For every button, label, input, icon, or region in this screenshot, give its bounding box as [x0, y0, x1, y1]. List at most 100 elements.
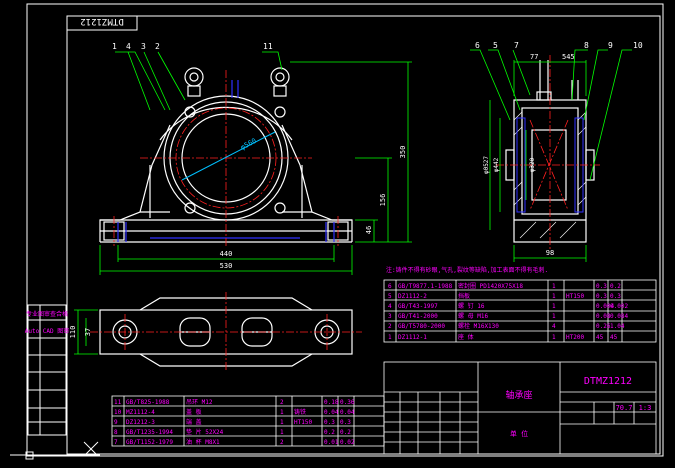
- table-cell: DZ1112-2: [398, 293, 427, 300]
- table-cell: 45: [610, 334, 618, 341]
- table-cell: 7: [114, 439, 118, 446]
- front-dim-440: 440: [220, 250, 233, 258]
- front-dim-46: 46: [365, 226, 373, 234]
- table-cell: 0.08: [596, 313, 611, 320]
- drawing-code-box: DTMZ1212: [80, 16, 123, 26]
- table-cell: 吊环 M12: [186, 399, 213, 406]
- table-cell: 0.2: [610, 283, 621, 290]
- table-cell: 4: [552, 323, 556, 330]
- callout-2: 2: [155, 42, 160, 51]
- table-cell: 0.18: [324, 399, 339, 406]
- table-cell: GB/T825-1988: [126, 399, 170, 406]
- table-cell: 1: [280, 409, 284, 416]
- table-cell: 11: [114, 399, 122, 406]
- table-cell: 0.2: [340, 429, 351, 436]
- table-cell: 6: [388, 283, 392, 290]
- drawing-title: 轴承座: [505, 389, 532, 401]
- side-dim-545: 545: [562, 53, 575, 61]
- side-dim-98: 98: [546, 249, 554, 257]
- table-cell: DZ1112-1: [398, 334, 427, 341]
- table-cell: 1: [552, 293, 556, 300]
- front-dimensions: [99, 51, 412, 275]
- callout-3: 3: [141, 42, 146, 51]
- side-dim-0320: φ320: [529, 157, 536, 172]
- table-cell: 端 盖: [186, 418, 202, 426]
- table-cell: GB/T1152-1979: [126, 439, 173, 446]
- table-cell: DZ1212-3: [126, 419, 155, 426]
- table-cell: 铸铁: [294, 408, 306, 416]
- table-cell: 0.3: [324, 419, 335, 426]
- table-cell: GB/T9877.1-1988: [398, 283, 453, 290]
- left-stamp-mid: Auto CAD 图审: [25, 327, 70, 335]
- table-cell: 1: [552, 283, 556, 290]
- table-cell: 0.3: [596, 293, 607, 300]
- front-diameter-label: φ560: [239, 137, 258, 152]
- table-cell: 1: [388, 334, 392, 341]
- table-cell: 9: [114, 419, 118, 426]
- side-callout-8: 8: [584, 41, 589, 50]
- table-cell: HT150: [566, 293, 584, 300]
- table-cell: 1.04: [610, 323, 625, 330]
- table-cell: 0.36: [340, 399, 355, 406]
- table-cell: 0.04: [340, 409, 355, 416]
- front-dim-156: 156: [379, 194, 387, 207]
- drawing-number: DTMZ1212: [584, 376, 632, 387]
- table-cell: 4: [388, 303, 392, 310]
- table-cell: GB/T5780-2000: [398, 323, 445, 330]
- table-cell: 2: [388, 323, 392, 330]
- side-callout-10: 10: [633, 41, 643, 50]
- left-stamp-column: [27, 304, 67, 436]
- table-cell: 2: [280, 399, 284, 406]
- title-block: [383, 361, 657, 455]
- table-cell: 挡板: [458, 292, 470, 300]
- callout-1: 1: [112, 42, 117, 51]
- callout-4: 4: [126, 42, 131, 51]
- side-callout-6: 6: [475, 41, 480, 50]
- table-cell: 0.004: [596, 303, 614, 310]
- table-cell: 2: [280, 439, 284, 446]
- table-cell: 1: [552, 334, 556, 341]
- plan-dim-110: 110: [69, 326, 77, 339]
- table-cell: 螺 母 M16: [458, 312, 488, 320]
- unit-label: 单 位: [510, 429, 528, 438]
- drawing-weight: 70.7: [616, 404, 633, 412]
- plan-dim-37: 37: [84, 328, 92, 336]
- table-cell: 密封圈 PD1420X75X18: [458, 282, 523, 290]
- table-cell: 螺栓 M16X130: [458, 322, 499, 330]
- table-cell: MZ1112-4: [126, 409, 155, 416]
- table-cell: GB/T41-2000: [398, 313, 438, 320]
- table-cell: 0.3: [596, 283, 607, 290]
- table-cell: 45: [596, 334, 604, 341]
- table-cell: 1: [552, 303, 556, 310]
- table-cell: 0.02: [340, 439, 355, 446]
- drawing-scale: 1:3: [639, 404, 652, 412]
- table-cell: 垫 片 52X24: [186, 428, 224, 436]
- side-dimensions: [470, 49, 632, 262]
- front-dim-530: 530: [220, 262, 233, 270]
- table-cell: 盖 板: [186, 408, 202, 416]
- table-cell: HT150: [294, 419, 312, 426]
- side-dim-77: 77: [530, 53, 538, 61]
- table-cell: 0.01: [324, 439, 339, 446]
- table-cell: 座 体: [458, 333, 474, 341]
- table-cell: 8: [114, 429, 118, 436]
- table-cell: 0.26: [596, 323, 611, 330]
- parts-table-right-text: 6 GB/T9877.1-1988 密封圈 PD1420X75X18 1 0.3…: [388, 282, 628, 341]
- table-cell: 0.084: [610, 313, 628, 320]
- front-view: φ560: [99, 67, 353, 248]
- parts-table-right: [383, 279, 657, 343]
- side-callout-7: 7: [514, 41, 519, 50]
- parts-table-left: [111, 395, 385, 447]
- table-cell: GB/T43-1997: [398, 303, 438, 310]
- side-callout-5: 5: [493, 41, 498, 50]
- drawing-frame: [26, 3, 664, 457]
- plan-dimensions: [74, 309, 98, 355]
- plan-view: [90, 292, 362, 372]
- table-cell: 螺 钉 16: [458, 302, 485, 310]
- technical-note: 注:铸件不得有砂眼,气孔,裂纹等缺陷,加工表面不得有毛刺.: [386, 266, 548, 274]
- table-cell: 0.04: [324, 409, 339, 416]
- parts-table-left-text: 11 GB/T825-1988 吊环 M12 2 0.18 0.36 10 MZ…: [114, 399, 355, 446]
- table-cell: 1: [280, 419, 284, 426]
- side-dim-0527: φ0527: [483, 156, 490, 174]
